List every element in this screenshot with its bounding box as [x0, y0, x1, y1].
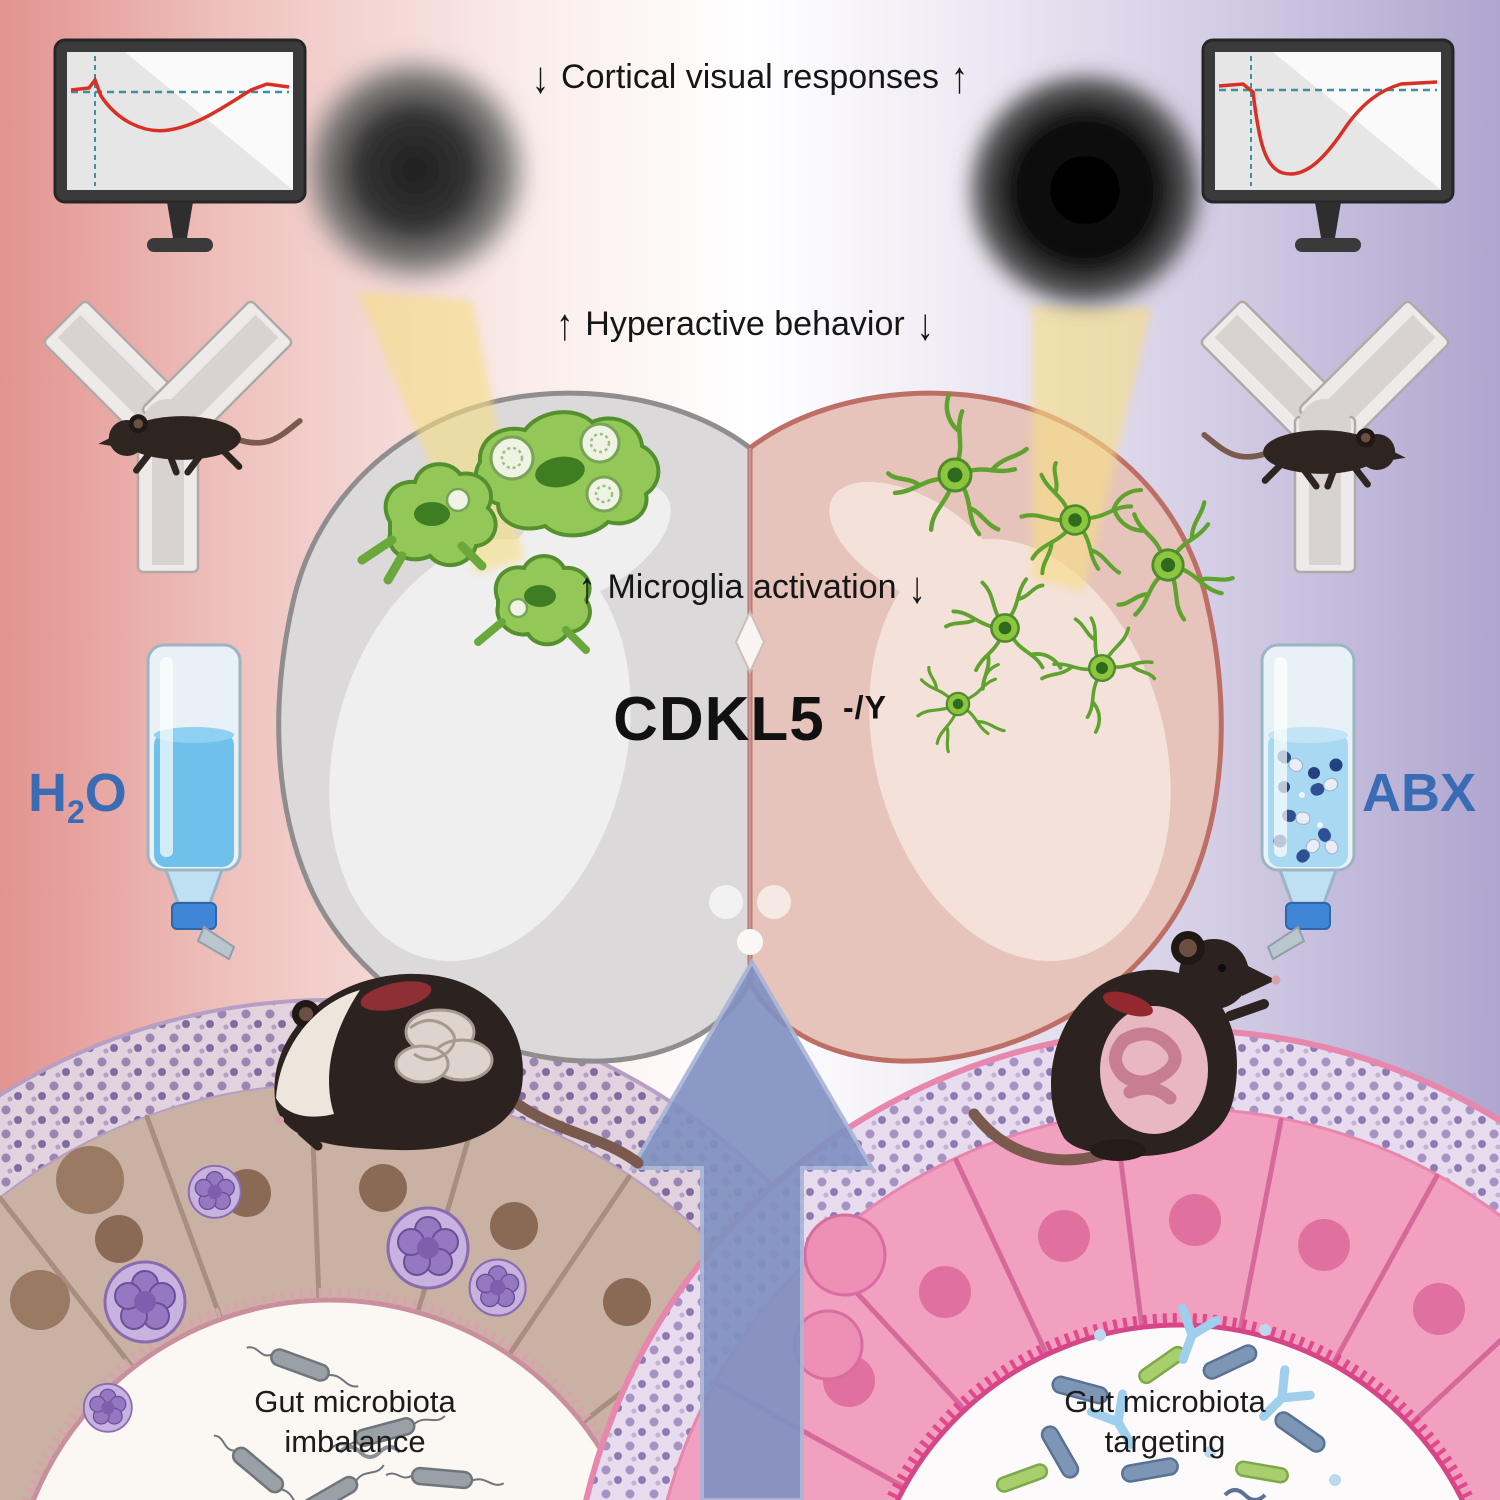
gut-lumen: [33, 1300, 627, 1500]
water-bottle-icon: [146, 643, 242, 961]
gut-imbalance-label: Gut microbiota imbalance: [254, 1384, 456, 1460]
vep-trace-deep-icon: [1218, 80, 1438, 176]
down-arrow-icon: ↓: [532, 52, 550, 103]
gut-lumen: [897, 1325, 1463, 1500]
microglia-amoeboid-icon: [357, 410, 661, 654]
immune-cell-icon: [103, 1260, 187, 1344]
goblet-cell: [803, 1213, 887, 1297]
mouse-water-group-icon: [274, 973, 644, 1169]
brush-border: [20, 1288, 640, 1500]
immune-cell-icon: [468, 1258, 527, 1317]
intestine-icon: [394, 1008, 494, 1084]
spleen-icon: [1103, 991, 1153, 1017]
intestine-icon: [1109, 1027, 1182, 1105]
dark-epithelial-cell: [56, 1146, 124, 1214]
abx-label: ABX: [1362, 763, 1477, 823]
immune-cell-icon: [187, 1164, 242, 1219]
goblet-cell: [792, 1309, 864, 1381]
vep-monitor-left-icon: [53, 38, 307, 252]
microglia-activation-text: Microglia activation: [607, 568, 897, 606]
spleen-icon: [360, 981, 432, 1011]
cortical-visual-responses-text: Cortical visual responses: [561, 58, 939, 96]
hyperactive-behavior-text: Hyperactive behavior: [585, 305, 905, 343]
mouse-abx-group-icon: [968, 931, 1281, 1166]
pupil-right-icon: [959, 64, 1211, 316]
down-arrow-icon: ↓: [908, 562, 926, 613]
genotype-gene: CDKL5: [613, 685, 825, 754]
genotype-label: CDKL5 -/Y: [613, 684, 887, 755]
hyperactive-behavior-label: ↑ Hyperactive behavior ↓: [556, 299, 934, 350]
microglia-activation-label: ↑ Microglia activation ↓: [578, 562, 926, 613]
gut-targeting-label: Gut microbiota targeting: [1064, 1384, 1266, 1460]
gut-to-brain-arrow-icon: [628, 958, 876, 1500]
up-arrow-icon: ↑: [556, 299, 574, 350]
genotype-allele: -/Y: [843, 689, 887, 726]
up-arrow-icon: ↑: [578, 562, 596, 613]
immune-cell-icon: [82, 1382, 133, 1433]
antibiotic-bottle-icon: [1260, 643, 1356, 961]
water-label: H2O: [28, 763, 127, 830]
up-arrow-icon: ↑: [950, 52, 968, 103]
immune-cell-icon: [386, 1206, 470, 1290]
cortical-visual-responses-label: ↓ Cortical visual responses ↑: [532, 52, 968, 103]
pupil-left-icon: [293, 48, 537, 292]
vep-trace-shallow-icon: [70, 76, 290, 133]
vep-monitor-right-icon: [1201, 38, 1455, 252]
dark-epithelial-cell: [10, 1270, 70, 1330]
down-arrow-icon: ↓: [916, 299, 934, 350]
bacteria-icon: [208, 1337, 506, 1500]
healthy-microbiota: [993, 1308, 1341, 1500]
gut-right-epithelium-icon: [583, 1027, 1500, 1500]
